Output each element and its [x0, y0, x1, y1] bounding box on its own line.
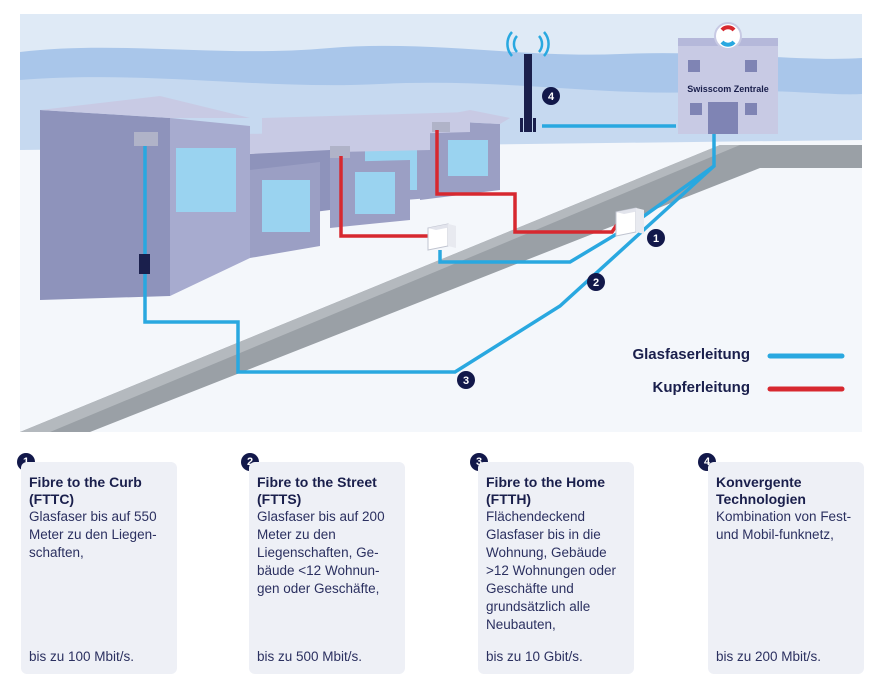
card-fttc: Fibre to the Curb (FTTC) Glasfaser bis a… [21, 462, 177, 674]
card-speed: bis zu 500 Mbit/s. [257, 649, 363, 664]
buildings [40, 96, 510, 300]
card-konvergent: Konvergente Technologien Kombination von… [708, 462, 864, 674]
antenna-tower [506, 31, 550, 132]
building-label: Swisscom Zentrale [687, 84, 769, 94]
fiber-lines [143, 124, 716, 374]
card-ftts: Fibre to the Street (FTTS) Glasfaser bis… [249, 462, 405, 674]
marker-2: 2 [587, 273, 605, 291]
signal-wave-icon [512, 35, 519, 53]
card-description: Kombination von Fest- und Mobil-funknetz… [716, 509, 852, 542]
card-title: Fibre to the Home (FTTH) [486, 474, 606, 507]
card-description: Glasfaser bis auf 200 Meter zu den Liege… [257, 509, 385, 596]
svg-text:4: 4 [548, 91, 555, 103]
legend-fiber-label: Glasfaserleitung [632, 346, 750, 363]
network-diagram: Swisscom Zentrale [20, 14, 862, 432]
card-ftth: Fibre to the Home (FTTH) Flächendeckend … [478, 462, 634, 674]
marker-1: 1 [647, 229, 665, 247]
curb-cabinet [615, 207, 644, 237]
card-title: Fibre to the Curb (FTTC) [29, 474, 142, 507]
card-speed: bis zu 200 Mbit/s. [716, 649, 822, 664]
road [20, 145, 862, 432]
marker-4: 4 [542, 87, 560, 105]
svg-text:2: 2 [593, 277, 599, 289]
svg-text:3: 3 [463, 375, 469, 387]
swisscom-zentrale-building: Swisscom Zentrale [678, 22, 778, 134]
copper-lines [339, 130, 622, 238]
legend-copper-label: Kupferleitung [652, 379, 751, 396]
marker-3: 3 [457, 371, 475, 389]
card-speed: bis zu 10 Gbit/s. [486, 649, 583, 664]
card-title: Konvergente Technologien [716, 474, 806, 507]
card-description: Flächendeckend Glasfaser bis in die Wohn… [486, 509, 616, 632]
svg-text:1: 1 [653, 233, 659, 245]
card-description: Glasfaser bis auf 550 Meter zu den Liege… [29, 509, 157, 560]
card-title: Fibre to the Street (FTTS) [257, 474, 377, 507]
street-cabinet [427, 223, 456, 251]
card-speed: bis zu 100 Mbit/s. [29, 649, 135, 664]
